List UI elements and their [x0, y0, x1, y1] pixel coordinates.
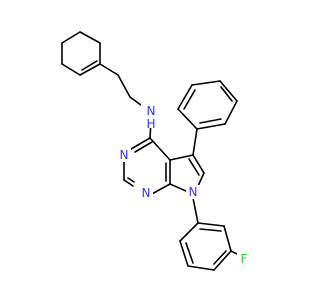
atom-labels: N H N N N F [117, 104, 251, 266]
bond [220, 86, 233, 102]
structure-diagram: N H N N N F [61, 31, 251, 271]
bond [123, 179, 134, 187]
bond [187, 265, 215, 271]
atom-n1: N [142, 186, 151, 200]
bond [191, 80, 221, 86]
bond [169, 183, 187, 192]
bond [192, 154, 205, 174]
bond [134, 141, 153, 153]
double-bond-inner [81, 60, 98, 71]
bond [61, 31, 81, 44]
bond [99, 63, 119, 76]
bond [199, 118, 222, 124]
bond [213, 250, 227, 265]
molecule-canvas: N H N N N F [61, 31, 251, 271]
pyrrole-ring [169, 154, 205, 192]
bond [197, 172, 205, 187]
bond [149, 183, 171, 196]
bond [223, 225, 232, 252]
bond [219, 80, 238, 102]
bond [117, 74, 131, 98]
fluorophenyl-ring [179, 222, 240, 271]
bond [197, 222, 225, 227]
bond [199, 228, 222, 232]
ethyl-linker [99, 63, 146, 109]
bond [149, 137, 171, 161]
bond [169, 154, 194, 161]
bond [79, 63, 101, 76]
phenyl-ring [177, 80, 238, 156]
bond [185, 242, 194, 264]
bond [177, 108, 198, 130]
pyrimidine-ring [123, 137, 171, 196]
atom-n7: N [189, 185, 198, 199]
bond [183, 89, 196, 110]
bond [130, 137, 151, 150]
bond [179, 240, 189, 267]
bond [179, 222, 199, 242]
bond [192, 197, 199, 224]
atom-h-amine: H [146, 117, 155, 131]
cyclohexene-ring [61, 31, 101, 76]
atom-n-amine: N [147, 104, 156, 118]
bond [127, 177, 135, 183]
bond [192, 128, 198, 156]
bond [213, 250, 232, 271]
bond [61, 63, 81, 76]
bond [188, 158, 200, 176]
bond [177, 84, 193, 110]
atom-n3: N [120, 148, 129, 162]
atom-f: F [241, 252, 248, 266]
bond [196, 123, 226, 130]
bond [224, 100, 238, 125]
bond [79, 31, 101, 44]
